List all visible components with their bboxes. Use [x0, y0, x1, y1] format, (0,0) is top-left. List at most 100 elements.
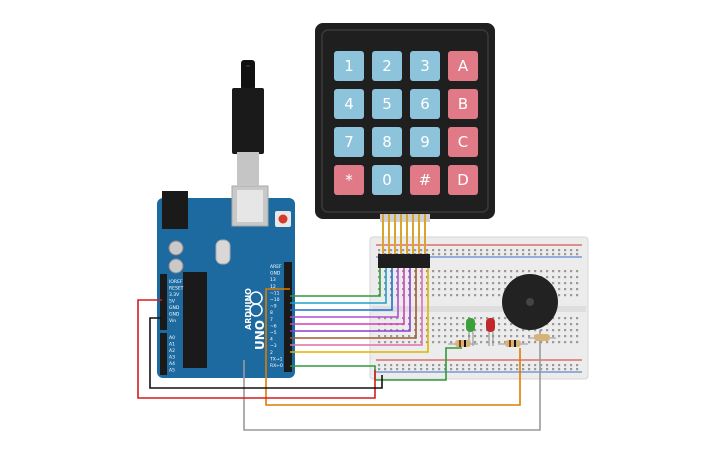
red-led[interactable] [486, 318, 495, 346]
keypad-key-5[interactable]: 5 [372, 89, 402, 119]
keypad-key-label: B [458, 95, 468, 113]
keypad-key-B[interactable]: B [448, 89, 478, 119]
resistor[interactable] [528, 334, 556, 341]
wire-orange [265, 288, 521, 406]
wire-gray [243, 330, 541, 431]
power-pin-label: Vin [169, 318, 176, 324]
wire-blue [290, 268, 393, 311]
piezo-buzzer[interactable] [502, 274, 558, 330]
wire-purple [290, 268, 399, 318]
digital-pin-label: ~5 [270, 330, 277, 336]
digital-pin-label: AREF [270, 264, 282, 270]
keypad-key-label: 6 [420, 95, 430, 113]
digital-pin-label: 13 [270, 277, 276, 283]
digital-pin-label: ~3 [270, 343, 277, 349]
arduino-model-label: UNO [253, 320, 267, 350]
keypad-key-2[interactable]: 2 [372, 51, 402, 81]
power-jack [162, 191, 188, 229]
digital-pin-label: 8 [270, 310, 273, 316]
keypad-key-label: 0 [382, 171, 392, 189]
digital-pin-label: ~11 [270, 290, 280, 296]
digital-pin-label: ~6 [270, 323, 277, 329]
arduino-brand-label: ARDUINO [244, 288, 253, 330]
ribbon-pin [418, 214, 420, 258]
wire-black [149, 317, 383, 389]
analog-pin-label: A5 [169, 368, 175, 374]
wires [137, 268, 541, 431]
power-pin-label: 3.3V [169, 292, 180, 298]
keypad-key-label: A [458, 57, 469, 75]
keypad-key-1[interactable]: 1 [334, 51, 364, 81]
ribbon-pin [382, 214, 384, 258]
power-pin-label: 5V [169, 299, 176, 305]
breadboard-holes [378, 249, 579, 371]
resistor[interactable] [498, 340, 528, 347]
digital-pin-label: RX←0 [270, 363, 283, 369]
digital-pin-label: ~9 [270, 304, 277, 310]
keypad-key-label: 2 [382, 57, 392, 75]
keypad-key-label: 1 [344, 57, 354, 75]
digital-pin-label: ~10 [270, 297, 280, 303]
digital-pin-label: 4 [270, 337, 273, 343]
analog-pin-label: A1 [169, 342, 175, 348]
keypad-key-label: D [457, 171, 469, 189]
keypad-key-D[interactable]: D [448, 165, 478, 195]
keypad-key-3[interactable]: 3 [410, 51, 440, 81]
header-connector [378, 254, 430, 268]
keypad-key-label: 8 [382, 133, 392, 151]
wire-magenta [290, 268, 405, 325]
digital-pin-label: GND [270, 271, 281, 277]
digital-pin-label: 2 [270, 350, 273, 356]
wire-pink [290, 268, 423, 346]
keypad-key-C[interactable]: C [448, 127, 478, 157]
analog-pin-label: A4 [169, 361, 175, 367]
analog-pin-label: A2 [169, 348, 175, 354]
wire-cyan [290, 268, 387, 304]
wire-green [290, 268, 381, 297]
wire-brown [290, 268, 417, 339]
keypad-key-label: * [345, 171, 353, 189]
keypad-key-label: 3 [420, 57, 430, 75]
keypad-key-7[interactable]: 7 [334, 127, 364, 157]
ribbon-pin [394, 214, 396, 258]
keypad-key-0[interactable]: 0 [372, 165, 402, 195]
ribbon-pin [406, 214, 408, 258]
power-pin-label: GND [169, 305, 180, 311]
usb-cable [232, 60, 264, 186]
keypad-ribbon [380, 214, 430, 258]
analog-pin-label: A0 [169, 335, 175, 341]
capacitor [168, 240, 184, 256]
keypad-key-label: 7 [344, 133, 354, 151]
ribbon-pin [424, 214, 426, 258]
digital-pin-label: TX→1 [269, 356, 283, 362]
resistor[interactable] [448, 340, 478, 347]
power-pin-label: IOREF [169, 279, 183, 285]
keypad-key-label: 4 [344, 95, 354, 113]
keypad-key-label: C [458, 133, 468, 151]
wire-green-led [290, 347, 462, 381]
power-pin-label: GND [169, 312, 180, 318]
breadboard[interactable] [369, 236, 589, 380]
keypad-key-label: # [419, 171, 432, 189]
ribbon-pin [412, 214, 414, 258]
ribbon-pin [388, 214, 390, 258]
keypad-key-hash[interactable]: # [410, 165, 440, 195]
wire-purple-2 [290, 268, 411, 332]
keypad-key-6[interactable]: 6 [410, 89, 440, 119]
digital-pin-label: 7 [270, 317, 273, 323]
microcontroller-chip [183, 272, 207, 368]
analog-pin-label: A3 [169, 355, 175, 361]
digital-pin-label: 12 [270, 284, 276, 290]
keypad-key-A[interactable]: A [448, 51, 478, 81]
keypad-key-9[interactable]: 9 [410, 127, 440, 157]
capacitor [168, 258, 184, 274]
keypad-key-star[interactable]: * [334, 165, 364, 195]
keypad-key-8[interactable]: 8 [372, 127, 402, 157]
keypad-key-4[interactable]: 4 [334, 89, 364, 119]
power-pin-label: RESET [169, 286, 184, 292]
arduino-logo [249, 291, 263, 317]
ribbon-pin [400, 214, 402, 258]
